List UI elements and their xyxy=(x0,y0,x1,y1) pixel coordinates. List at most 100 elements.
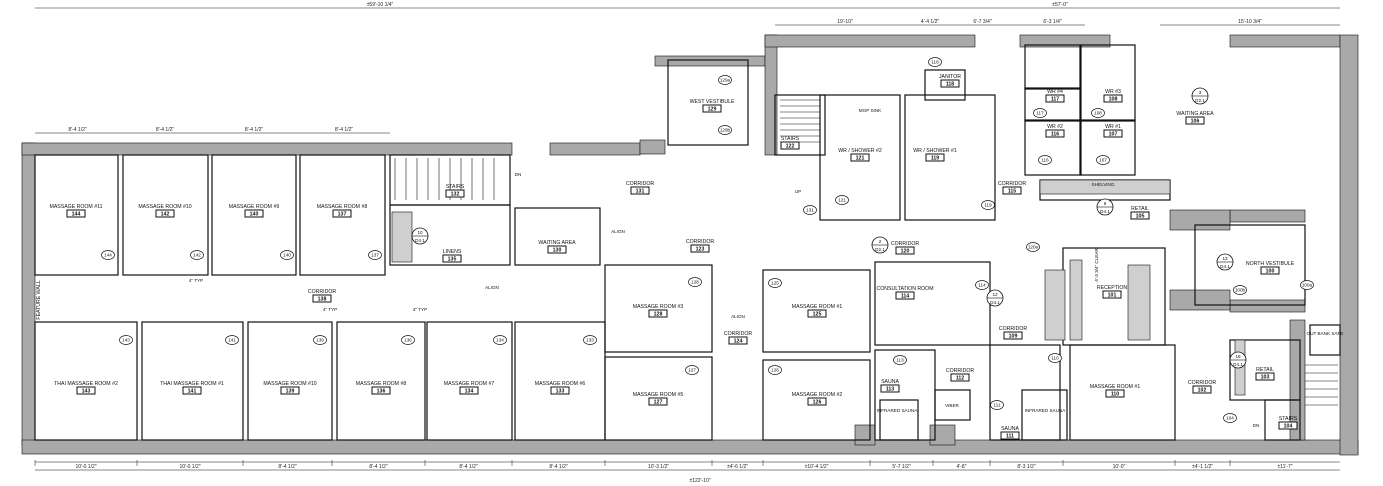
door-number: 142 xyxy=(193,253,201,258)
door-tag: 119 xyxy=(981,200,995,210)
door-tag-oval xyxy=(685,365,699,375)
room-outline xyxy=(604,356,713,441)
room-outline xyxy=(1194,224,1306,306)
dim-text: 8'-3 1/2" xyxy=(1017,464,1036,470)
door-number: 119 xyxy=(984,203,992,208)
room-name: THAI MASSAGE ROOM #2 xyxy=(54,381,118,387)
align-note: ALIGN xyxy=(611,229,625,234)
section-number: 13 xyxy=(1222,256,1228,261)
door-tag-oval xyxy=(119,335,133,345)
room-number: 129 xyxy=(708,107,717,113)
room-outline xyxy=(141,321,244,441)
room-outline xyxy=(299,154,386,276)
door-tag: 127 xyxy=(685,365,699,375)
room-number: 122 xyxy=(786,144,795,150)
room-number-box xyxy=(244,209,264,218)
room-name: CORRIDOR xyxy=(626,181,654,187)
door-tag-oval xyxy=(1038,155,1052,165)
door-tag: 139 xyxy=(313,335,327,345)
room-name: WAITING AREA xyxy=(538,240,576,246)
door-tag: 140 xyxy=(280,250,294,260)
door-tag-oval xyxy=(1026,242,1040,252)
section-number: 2 xyxy=(879,239,882,244)
door-tag-oval xyxy=(928,57,942,67)
align-note: ALIGN xyxy=(485,285,499,290)
room-name: WR #1 xyxy=(1105,124,1121,130)
dim-text: 10'-0 1/2" xyxy=(179,464,200,470)
door-number: 117 xyxy=(1036,111,1044,116)
door-tag: 129b xyxy=(718,125,732,135)
room-name: WR / SHOWER #1 xyxy=(913,148,957,154)
door-tag: 114 xyxy=(975,280,989,290)
door-tag: 120a xyxy=(1026,242,1040,252)
wall-segment xyxy=(639,139,666,155)
dim-text: 10'-3 1/2" xyxy=(648,464,669,470)
door-tag: 128 xyxy=(688,277,702,287)
room-number: 102 xyxy=(1198,388,1207,394)
door-number: 128 xyxy=(691,280,699,285)
room-outline xyxy=(1024,119,1136,122)
dim-text: 6'-3 1/4" xyxy=(1043,19,1062,25)
room-number-box xyxy=(442,254,462,263)
room-number-box xyxy=(280,386,300,395)
room-outline xyxy=(819,94,901,221)
room-number: 100 xyxy=(1266,269,1275,275)
overall-dim-bottom: ±122'-10" xyxy=(689,478,710,484)
door-tag: 136 xyxy=(401,335,415,345)
dim-text: 8'-4 1/2" xyxy=(459,464,478,470)
section-number: 12 xyxy=(992,292,998,297)
room-number: 118 xyxy=(946,82,954,88)
room-number-box xyxy=(1000,431,1020,440)
typ-note: 4" TYP xyxy=(413,307,427,312)
section-sheet: D2.1 xyxy=(1195,98,1205,103)
door-tag: 108 xyxy=(1091,108,1105,118)
room-number-box xyxy=(1260,266,1280,275)
door-number: 129a xyxy=(720,78,731,83)
room-outline xyxy=(774,94,826,156)
room-number-box xyxy=(925,153,945,162)
door-tag-oval xyxy=(1048,353,1062,363)
room-name: CORRIDOR xyxy=(946,368,974,374)
room-number-box xyxy=(780,141,800,150)
room-number: 138 xyxy=(318,297,327,303)
room-number-box xyxy=(371,386,391,395)
stair-down-note: DN xyxy=(515,172,522,177)
room-number-box xyxy=(850,153,870,162)
room-number: 136 xyxy=(377,389,386,395)
door-number: 136 xyxy=(404,338,412,343)
room-number-box xyxy=(807,309,827,318)
room-number-box xyxy=(76,386,96,395)
section-sheet: D4.1 xyxy=(990,300,1000,305)
room-number-box xyxy=(445,189,465,198)
door-tag: 131 xyxy=(803,205,817,215)
section-number: 9 xyxy=(1104,201,1107,206)
room-label: STAIRS 122 xyxy=(780,136,800,150)
section-number: 10 xyxy=(417,230,423,235)
room-outline xyxy=(34,321,138,441)
door-tag: 137 xyxy=(368,250,382,260)
door-tag: 104 xyxy=(1223,413,1237,423)
wall-segment xyxy=(1229,34,1341,48)
wall-segment xyxy=(21,142,36,446)
door-tag: 142 xyxy=(190,250,204,260)
door-number: 110 xyxy=(1051,356,1059,361)
door-tag-oval xyxy=(1091,108,1105,118)
room-name: JANITOR xyxy=(939,74,961,80)
room-number: 123 xyxy=(696,247,705,253)
door-tag: 113 xyxy=(893,355,907,365)
room-name: STAIRS xyxy=(781,136,800,142)
room-name: WR / SHOWER #2 xyxy=(838,148,882,154)
